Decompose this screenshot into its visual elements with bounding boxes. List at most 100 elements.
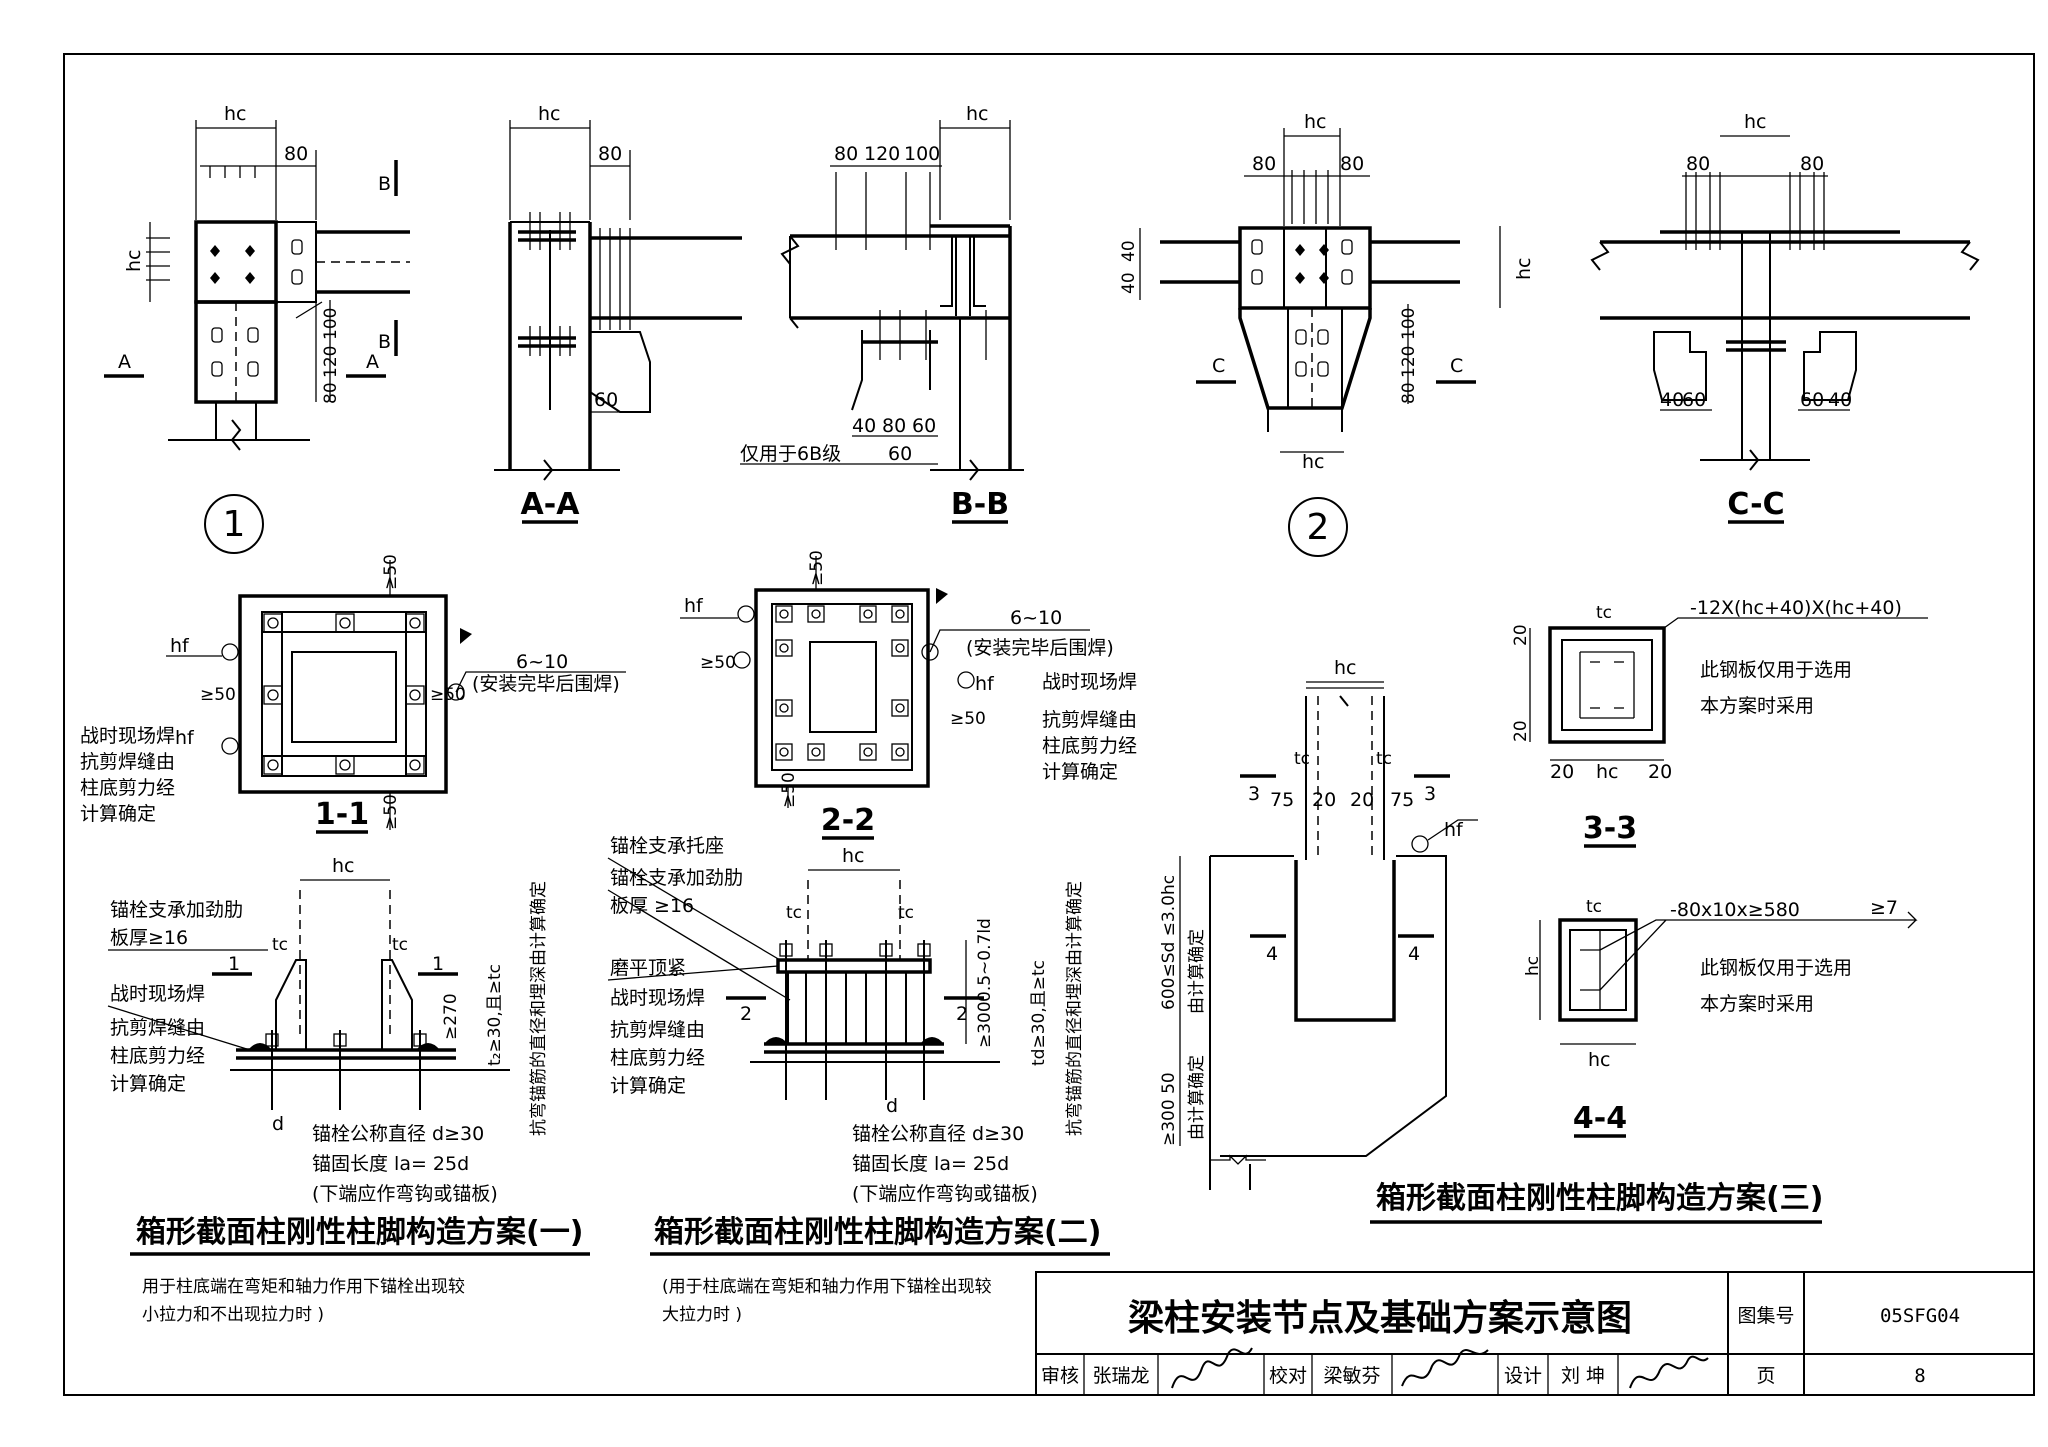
s2-side: 抗弯锚筋的直径和埋深由计算确定 xyxy=(1065,881,1085,1136)
section-b-b: 80 120 100 hc 40 80 60 仅用于6B级 60 B-B xyxy=(740,103,1024,524)
scheme-1: hc tc tc 1 1 ≥270 t₂≥30,且≥tc 抗弯锚筋的直径和埋深由… xyxy=(107,855,590,1325)
s3-vert2: ≥300 50 xyxy=(1159,1072,1179,1146)
cc-dim60b: 60 xyxy=(1800,389,1824,411)
scheme-2-desc1: (用于柱底端在弯矩和轴力作用下锚栓出现较 xyxy=(662,1277,992,1297)
s2-hc: hc xyxy=(842,845,865,867)
detail-1: hc 80 hc 100 120 80 B B A A 1 xyxy=(104,103,410,554)
s2-label-2: 板厚 ≥16 xyxy=(610,895,694,917)
d1-cut-a2: A xyxy=(366,351,379,373)
s1-label-0: 锚栓支承加劲肋 xyxy=(110,899,243,921)
s2-label-1: 锚栓支承加劲肋 xyxy=(610,867,743,889)
ss3-d20b: 20 xyxy=(1648,761,1672,783)
s3-tc1: tc xyxy=(1294,749,1310,769)
ss1-ge50-r: ≥50 xyxy=(430,685,466,705)
s2-cut2: 2 xyxy=(956,1003,968,1025)
ss2-ge50-r: ≥50 xyxy=(950,709,986,729)
aa-label: A-A xyxy=(521,487,581,522)
bb-dim80b: 80 xyxy=(882,415,906,437)
ss4-weld: ≥7 xyxy=(1870,897,1898,919)
d1-dim80v: 80 xyxy=(321,382,341,404)
scheme-1-title: 箱形截面柱刚性柱脚构造方案(一) xyxy=(136,1215,583,1250)
check-label: 校对 xyxy=(1269,1365,1307,1387)
s1-label-3: 抗剪焊缝由 xyxy=(110,1017,205,1039)
ss1-bolts xyxy=(263,613,425,775)
aa-dim80: 80 xyxy=(598,143,622,165)
s2-dim300: ≥300 xyxy=(975,1001,995,1048)
scheme-2-title: 箱形截面柱刚性柱脚构造方案(二) xyxy=(654,1215,1101,1250)
d2-dim80a: 80 xyxy=(1252,153,1276,175)
s3-d75a: 75 xyxy=(1270,789,1294,811)
d1-dim120: 120 xyxy=(321,346,341,378)
ss3-tc: tc xyxy=(1596,603,1612,623)
s1-tc1: tc xyxy=(272,935,288,955)
ss1-weld-dim: 6~10 xyxy=(516,651,568,673)
ss1-ge50-bot: ≥50 xyxy=(381,794,401,830)
s1-label-1: 板厚≥16 xyxy=(110,927,188,949)
ss4-label: 4-4 xyxy=(1573,1101,1627,1136)
s2-bolt3: (下端应作弯钩或锚板) xyxy=(852,1183,1038,1205)
ss3-plate: -12X(hc+40)X(hc+40) xyxy=(1690,597,1902,619)
cc-hc: hc xyxy=(1744,111,1767,133)
s2-dim-a: 0.5~0.7ld xyxy=(975,918,995,1002)
cc-dim80b: 80 xyxy=(1800,153,1824,175)
section-a-a: 60 hc 80 A-A xyxy=(494,103,742,524)
cc-label: C-C xyxy=(1727,487,1784,522)
ss2-ge50-l: ≥50 xyxy=(700,653,736,673)
s3-d20b: 20 xyxy=(1350,789,1374,811)
ss4-plate: -80x10x≥580 xyxy=(1670,899,1800,921)
d2-hc-right: hc xyxy=(1513,258,1535,281)
cc-dim80a: 80 xyxy=(1686,153,1710,175)
ss1-note-0: 战时现场焊 xyxy=(80,725,175,747)
ss2-note-0: 战时现场焊 xyxy=(1042,671,1137,693)
cc-dim60a: 60 xyxy=(1682,389,1706,411)
d1-hc-left: hc xyxy=(123,250,145,273)
detail-1-mark: 1 xyxy=(223,504,246,545)
s3-vert1: 600≤Sd ≤3.0hc xyxy=(1159,875,1179,1010)
bb-dim80: 80 xyxy=(834,143,858,165)
review-label: 审核 xyxy=(1041,1365,1079,1387)
reviewer: 张瑞龙 xyxy=(1092,1365,1149,1387)
bb-hc: hc xyxy=(966,103,989,125)
ss4-hc-left: hc xyxy=(1523,956,1543,976)
ss1-hf1: hf xyxy=(170,635,190,657)
ss1-hf2: hf xyxy=(175,727,195,749)
aa-hc: hc xyxy=(538,103,561,125)
d2-dim40a: 40 xyxy=(1119,240,1139,262)
s1-cut1: 1 xyxy=(228,953,240,975)
d2-dim40b: 40 xyxy=(1119,272,1139,294)
sheet-title: 梁柱安装节点及基础方案示意图 xyxy=(1128,1298,1632,1339)
designer-signature xyxy=(1629,1355,1709,1389)
s3-cut4a: 4 xyxy=(1266,943,1278,965)
ss1-note-3: 计算确定 xyxy=(80,803,156,825)
s3-cut3a: 3 xyxy=(1248,783,1260,805)
s2-tc1: tc xyxy=(786,903,802,923)
d2-dim100: 100 xyxy=(1399,308,1419,340)
bb-dim40: 40 xyxy=(852,415,876,437)
s1-d: d xyxy=(272,1113,284,1135)
d2-dim80v: 80 xyxy=(1399,382,1419,404)
d2-cut-c1: C xyxy=(1212,355,1225,377)
aa-dim60: 60 xyxy=(594,389,618,411)
atlas-no: 05SFG04 xyxy=(1880,1305,1960,1327)
s1-dim270: ≥270 xyxy=(441,993,461,1040)
ss4-tc: tc xyxy=(1586,897,1602,917)
ss4-note1: 此钢板仅用于选用 xyxy=(1700,957,1852,979)
d2-hc: hc xyxy=(1304,111,1327,133)
bb-dim60b: 60 xyxy=(912,415,936,437)
section-2-2: ≥50 ≥50 hf ≥50 ≥50 6~10 (安装完毕后围焊) hf 战时现… xyxy=(680,550,1137,840)
section-c-c: hc 80 80 40 60 60 40 C-C xyxy=(1590,111,1980,524)
s3-cut3b: 3 xyxy=(1424,783,1436,805)
ss1-ge50-top: ≥50 xyxy=(381,554,401,590)
ss3-hc: hc xyxy=(1596,761,1619,783)
ss1-note-1: 抗剪焊缝由 xyxy=(80,751,175,773)
d2-dim120: 120 xyxy=(1399,346,1419,378)
s3-hf: hf xyxy=(1444,819,1464,841)
ss2-label: 2-2 xyxy=(821,803,875,838)
ss2-hf1: hf xyxy=(684,595,704,617)
cc-dim40b: 40 xyxy=(1828,389,1852,411)
s1-label-5: 计算确定 xyxy=(110,1073,186,1095)
section-4-4: hc hc tc -80x10x≥580 ≥7 此钢板仅用于选用 本方案时采用 … xyxy=(1523,897,1918,1138)
ss2-weld-note: (安装完毕后围焊) xyxy=(966,637,1114,659)
reviewer-signature xyxy=(1171,1347,1253,1389)
d2-dim80b: 80 xyxy=(1340,153,1364,175)
